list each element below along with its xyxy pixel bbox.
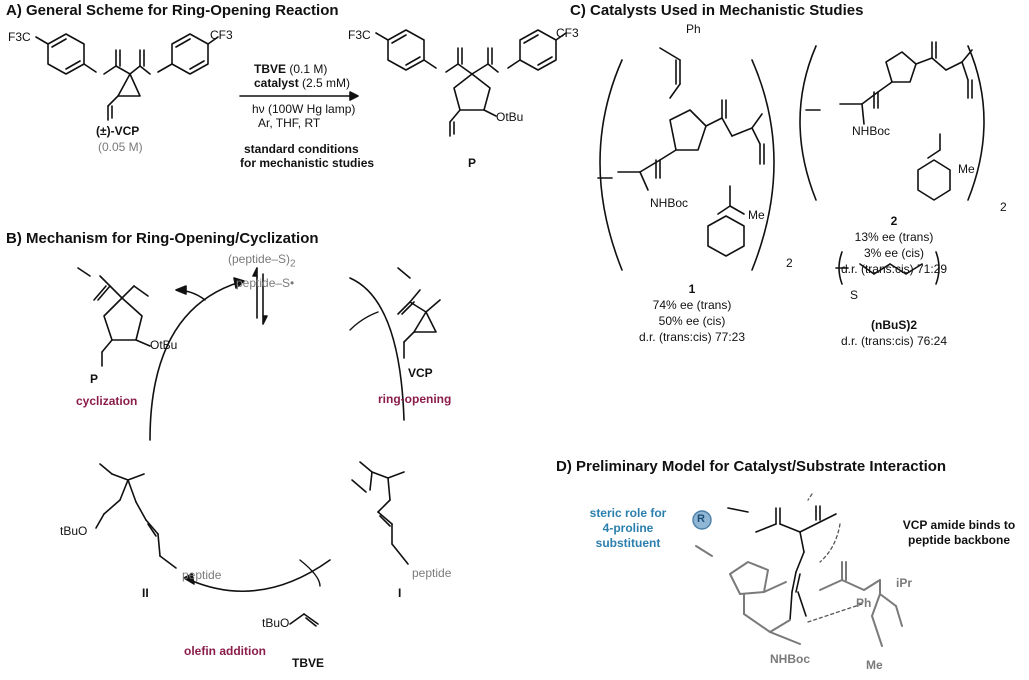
hydrogen-bonds bbox=[807, 493, 863, 623]
reagent1-name: TBVE bbox=[254, 62, 287, 76]
otbu-product-label: OtBu bbox=[496, 110, 524, 124]
panel-d-title: D) Preliminary Model for Catalyst/Substr… bbox=[556, 458, 947, 475]
model-ph: Ph bbox=[856, 596, 872, 610]
cat2-me: Me bbox=[958, 162, 975, 176]
product-structure-b bbox=[77, 267, 151, 367]
intermediate-i-label: I bbox=[398, 586, 402, 600]
step-olefin-addition: olefin addition bbox=[184, 644, 266, 658]
product-label-a: P bbox=[468, 156, 477, 170]
panel-c-title: C) Catalysts Used in Mechanistic Studies bbox=[570, 2, 864, 19]
vcp-label-b: VCP bbox=[408, 366, 433, 380]
dimer-subscript: 2 bbox=[290, 258, 296, 270]
cat2-subscript: 2 bbox=[1000, 200, 1007, 214]
intermediate-i-structure bbox=[351, 461, 409, 565]
reagent2-name: catalyst bbox=[254, 76, 299, 90]
cat2-ee-trans: 13% ee (trans) bbox=[854, 230, 934, 244]
dimer-text: peptide–S bbox=[232, 252, 287, 266]
vcp-structure-b bbox=[397, 267, 441, 359]
catalyst-1-structure bbox=[597, 47, 775, 271]
standard-conditions-2: for mechanistic studies bbox=[240, 156, 375, 170]
reagent1-conc: (0.1 M) bbox=[289, 62, 328, 76]
reagent2-conc: (2.5 mM) bbox=[302, 76, 351, 90]
p-label-b: P bbox=[90, 372, 99, 386]
reagent-line-1: TBVE (0.1 M) bbox=[254, 62, 327, 76]
binding-note: VCP amide binds to peptide backbone bbox=[902, 518, 1016, 547]
panel-b-title: B) Mechanism for Ring-Opening/Cyclizatio… bbox=[6, 230, 319, 247]
cat1-ph-label: Ph bbox=[686, 22, 701, 36]
tbuo-ii-label: tBuO bbox=[60, 524, 88, 538]
model-peptide-backbone bbox=[695, 545, 903, 647]
nbus2-name: (nBuS)2 bbox=[871, 318, 917, 332]
product-structure-a bbox=[375, 29, 567, 137]
tbve-label-b: TBVE bbox=[292, 656, 325, 670]
intermediate-ii-structure bbox=[95, 463, 177, 569]
cat2-number: 2 bbox=[890, 214, 898, 228]
model-ipr: iPr bbox=[896, 576, 913, 590]
tbuo-tbve-label: tBuO bbox=[262, 616, 290, 630]
steric-note: steric role for 4-proline substituent bbox=[589, 506, 667, 550]
cat2-nhboc: NHBoc bbox=[852, 124, 891, 138]
peptide-i-label: peptide bbox=[412, 566, 452, 580]
cat1-ee-cis: 50% ee (cis) bbox=[658, 314, 726, 328]
cat2-dr: d.r. (trans:cis) 71:29 bbox=[840, 262, 948, 276]
cat1-nhboc: NHBoc bbox=[650, 196, 689, 210]
standard-conditions-1: standard conditions bbox=[244, 142, 359, 156]
cat1-me: Me bbox=[748, 208, 765, 222]
otbu-label-b: OtBu bbox=[150, 338, 178, 352]
model-nhboc: NHBoc bbox=[770, 652, 811, 666]
tbve-structure bbox=[289, 613, 319, 627]
peptide-disulfide-label: (peptide–S)2 bbox=[228, 252, 296, 270]
r-label: R bbox=[697, 513, 705, 525]
panel-a-title: A) General Scheme for Ring-Opening React… bbox=[6, 2, 339, 19]
cat2-ee-cis: 3% ee (cis) bbox=[863, 246, 925, 260]
cf3-product-label: CF3 bbox=[556, 26, 579, 40]
cf3-right-label: CF3 bbox=[210, 28, 233, 42]
nbus2-s-label: S bbox=[850, 288, 859, 302]
intermediate-ii-label: II bbox=[142, 586, 149, 600]
catalytic-cycle-arcs bbox=[149, 277, 405, 593]
vcp-structure-a bbox=[35, 33, 219, 121]
thiyl-radical-label: peptide–S• bbox=[236, 276, 295, 290]
substrate-concentration: (0.05 M) bbox=[98, 140, 143, 154]
f3c-left-label: F3C bbox=[8, 30, 31, 44]
r-substituent-icon bbox=[692, 510, 712, 530]
nbus2-structure bbox=[835, 251, 940, 285]
substrate-name: (±)-VCP bbox=[96, 124, 140, 138]
step-cyclization: cyclization bbox=[76, 394, 138, 408]
condition-atmosphere: Ar, THF, RT bbox=[258, 116, 321, 130]
cat1-dr: d.r. (trans:cis) 77:23 bbox=[638, 330, 746, 344]
equilibrium-arrows bbox=[252, 267, 268, 325]
step-ring-opening: ring-opening bbox=[378, 392, 452, 406]
cat1-ee-trans: 74% ee (trans) bbox=[652, 298, 732, 312]
cat1-number: 1 bbox=[688, 282, 696, 296]
model-structure-d bbox=[727, 505, 837, 621]
peptide-ii-label: peptide bbox=[182, 568, 222, 582]
cat1-subscript: 2 bbox=[786, 256, 793, 270]
catalyst-2-structure bbox=[799, 41, 985, 201]
condition-light: hν (100W Hg lamp) bbox=[252, 102, 356, 116]
f3c-product-label: F3C bbox=[348, 28, 371, 42]
model-me: Me bbox=[866, 658, 883, 672]
reagent-line-2: catalyst (2.5 mM) bbox=[254, 76, 350, 90]
nbus2-dr: d.r. (trans:cis) 76:24 bbox=[840, 334, 948, 348]
